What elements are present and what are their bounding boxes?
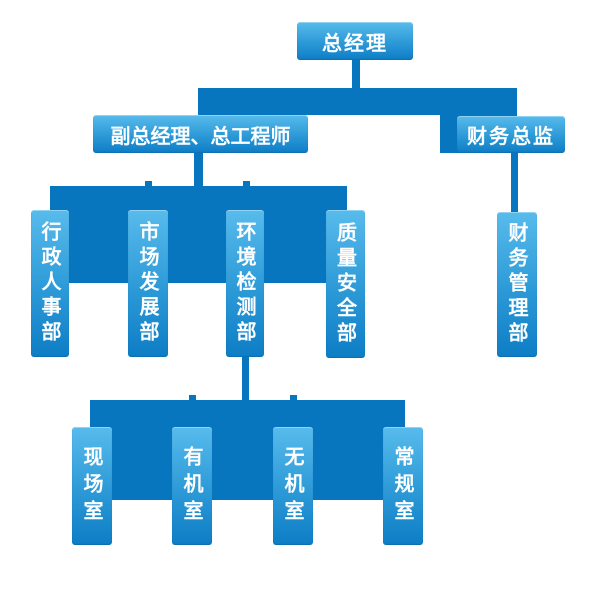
node-finance-director-label: 财务总监 xyxy=(467,124,555,148)
node-inorganic-room-label: 无机室 xyxy=(281,445,305,527)
node-environment-testing-dept-label: 环境检测部 xyxy=(233,221,257,346)
node-deputy-gm-chief-engineer: 副总经理、总工程师 xyxy=(93,115,308,153)
node-admin-hr-dept: 行政人事部 xyxy=(31,210,69,357)
node-routine-room-label: 常规室 xyxy=(391,445,415,527)
node-admin-hr-dept-label: 行政人事部 xyxy=(38,221,62,346)
connector-env-dept-to-level4-bar xyxy=(242,357,249,400)
level3-connector-bar xyxy=(50,186,347,283)
connector-deputy-to-level3-bar xyxy=(194,153,203,188)
level4-connector-bar xyxy=(90,400,405,500)
node-environment-testing-dept: 环境检测部 xyxy=(226,210,264,357)
node-finance-management-dept: 财务管理部 xyxy=(497,212,537,357)
connector-root-to-level2-bar xyxy=(352,60,360,90)
node-finance-director: 财务总监 xyxy=(457,116,565,153)
node-market-development-dept: 市场发展部 xyxy=(128,210,168,357)
node-general-manager: 总经理 xyxy=(297,22,413,60)
node-inorganic-room: 无机室 xyxy=(273,427,313,545)
connector-director-to-finance-dept xyxy=(511,153,518,213)
level4-connector-tick-2 xyxy=(290,395,297,401)
node-finance-management-dept-label: 财务管理部 xyxy=(505,222,529,347)
node-field-room-label: 现场室 xyxy=(80,445,104,527)
node-deputy-gm-chief-engineer-label: 副总经理、总工程师 xyxy=(110,123,291,148)
node-quality-safety-dept-label: 质量安全部 xyxy=(333,221,358,347)
node-routine-room: 常规室 xyxy=(383,427,423,545)
node-market-development-dept-label: 市场发展部 xyxy=(136,221,160,346)
node-organic-room-label: 有机室 xyxy=(180,445,204,527)
node-organic-room: 有机室 xyxy=(172,427,212,545)
node-general-manager-label: 总经理 xyxy=(322,30,388,55)
node-quality-safety-dept: 质量安全部 xyxy=(326,210,365,358)
level3-connector-tick-1 xyxy=(145,181,152,187)
node-field-room: 现场室 xyxy=(72,427,112,545)
level4-connector-tick-1 xyxy=(189,395,196,401)
level3-connector-tick-2 xyxy=(243,181,250,187)
